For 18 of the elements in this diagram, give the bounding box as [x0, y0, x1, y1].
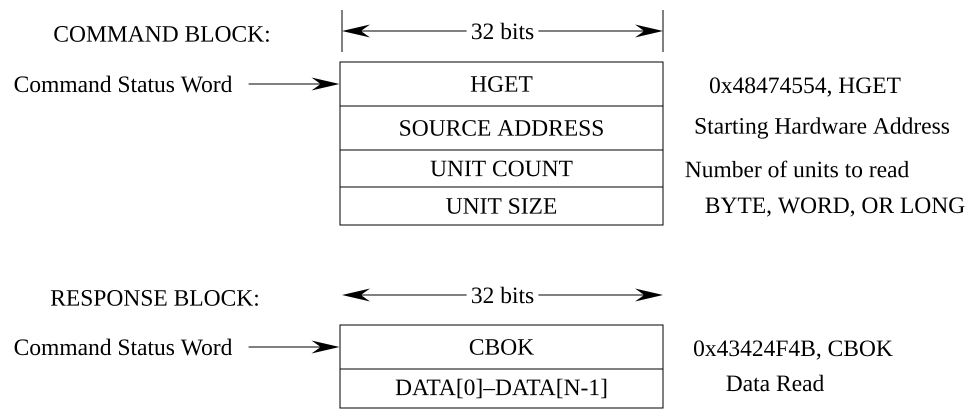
description-text: Data Read [726, 374, 824, 392]
description-text: 0x48474554, HGET [710, 77, 901, 97]
label-text: Command Status Word [14, 76, 232, 92]
field-box: DATA[0]–DATA[N-1] [340, 368, 664, 408]
field-box: HGET [340, 62, 664, 106]
dimension-label: 32 bits [472, 22, 534, 40]
description-text: Starting Hardware Address [696, 117, 950, 139]
heading-text: COMMAND BLOCK: [54, 26, 269, 42]
label-text: Command Status Word [14, 338, 232, 356]
field-box: SOURCE ADDRESS [340, 106, 664, 150]
description-text: BYTE, WORD, OR LONG [705, 197, 964, 217]
heading-text: RESPONSE BLOCK: [50, 290, 258, 306]
field-box: UNIT SIZE [340, 186, 664, 226]
description-text: Number of units to read [685, 160, 909, 178]
field-box: UNIT COUNT [340, 150, 664, 188]
dimension-label: 32 bits [472, 286, 534, 304]
description-text: 0x43424F4B, CBOK [694, 340, 893, 360]
field-box: CBOK [340, 324, 664, 370]
